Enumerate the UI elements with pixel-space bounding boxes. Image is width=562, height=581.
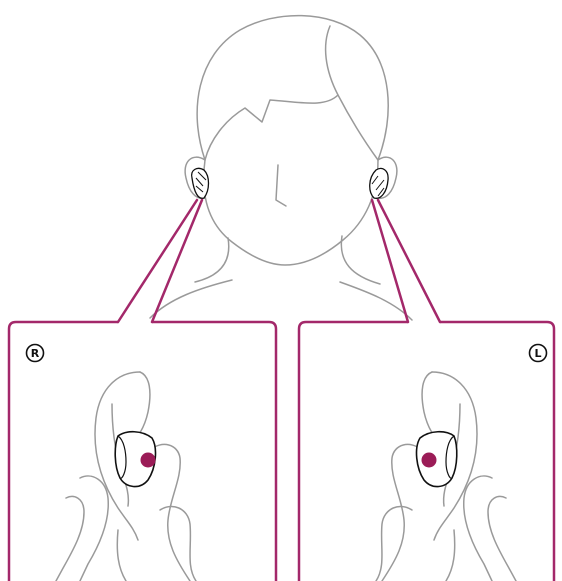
right-ear-panel: R (9, 322, 276, 581)
right-label-badge: R (27, 345, 44, 362)
callout-right-outer (118, 200, 197, 322)
bangs (205, 95, 378, 160)
head-figure (150, 16, 412, 320)
right-label-text: R (31, 347, 40, 360)
right-earbud (115, 432, 155, 487)
head-ear-left (370, 157, 397, 198)
neck-left (195, 238, 229, 282)
nose (276, 165, 286, 206)
callout-left-outer (378, 200, 440, 322)
hair-outline (197, 16, 388, 160)
left-label-badge: L (530, 345, 547, 362)
right-earbud-tip (141, 453, 156, 468)
left-ear-panel: L (299, 322, 554, 581)
left-label-text: L (534, 347, 541, 360)
callout-right-inner (152, 200, 202, 322)
face-outline (204, 160, 378, 265)
left-earbud-tip (422, 453, 437, 468)
hair-parting (326, 26, 338, 95)
left-earbud (417, 432, 457, 487)
neck-right (341, 236, 380, 284)
